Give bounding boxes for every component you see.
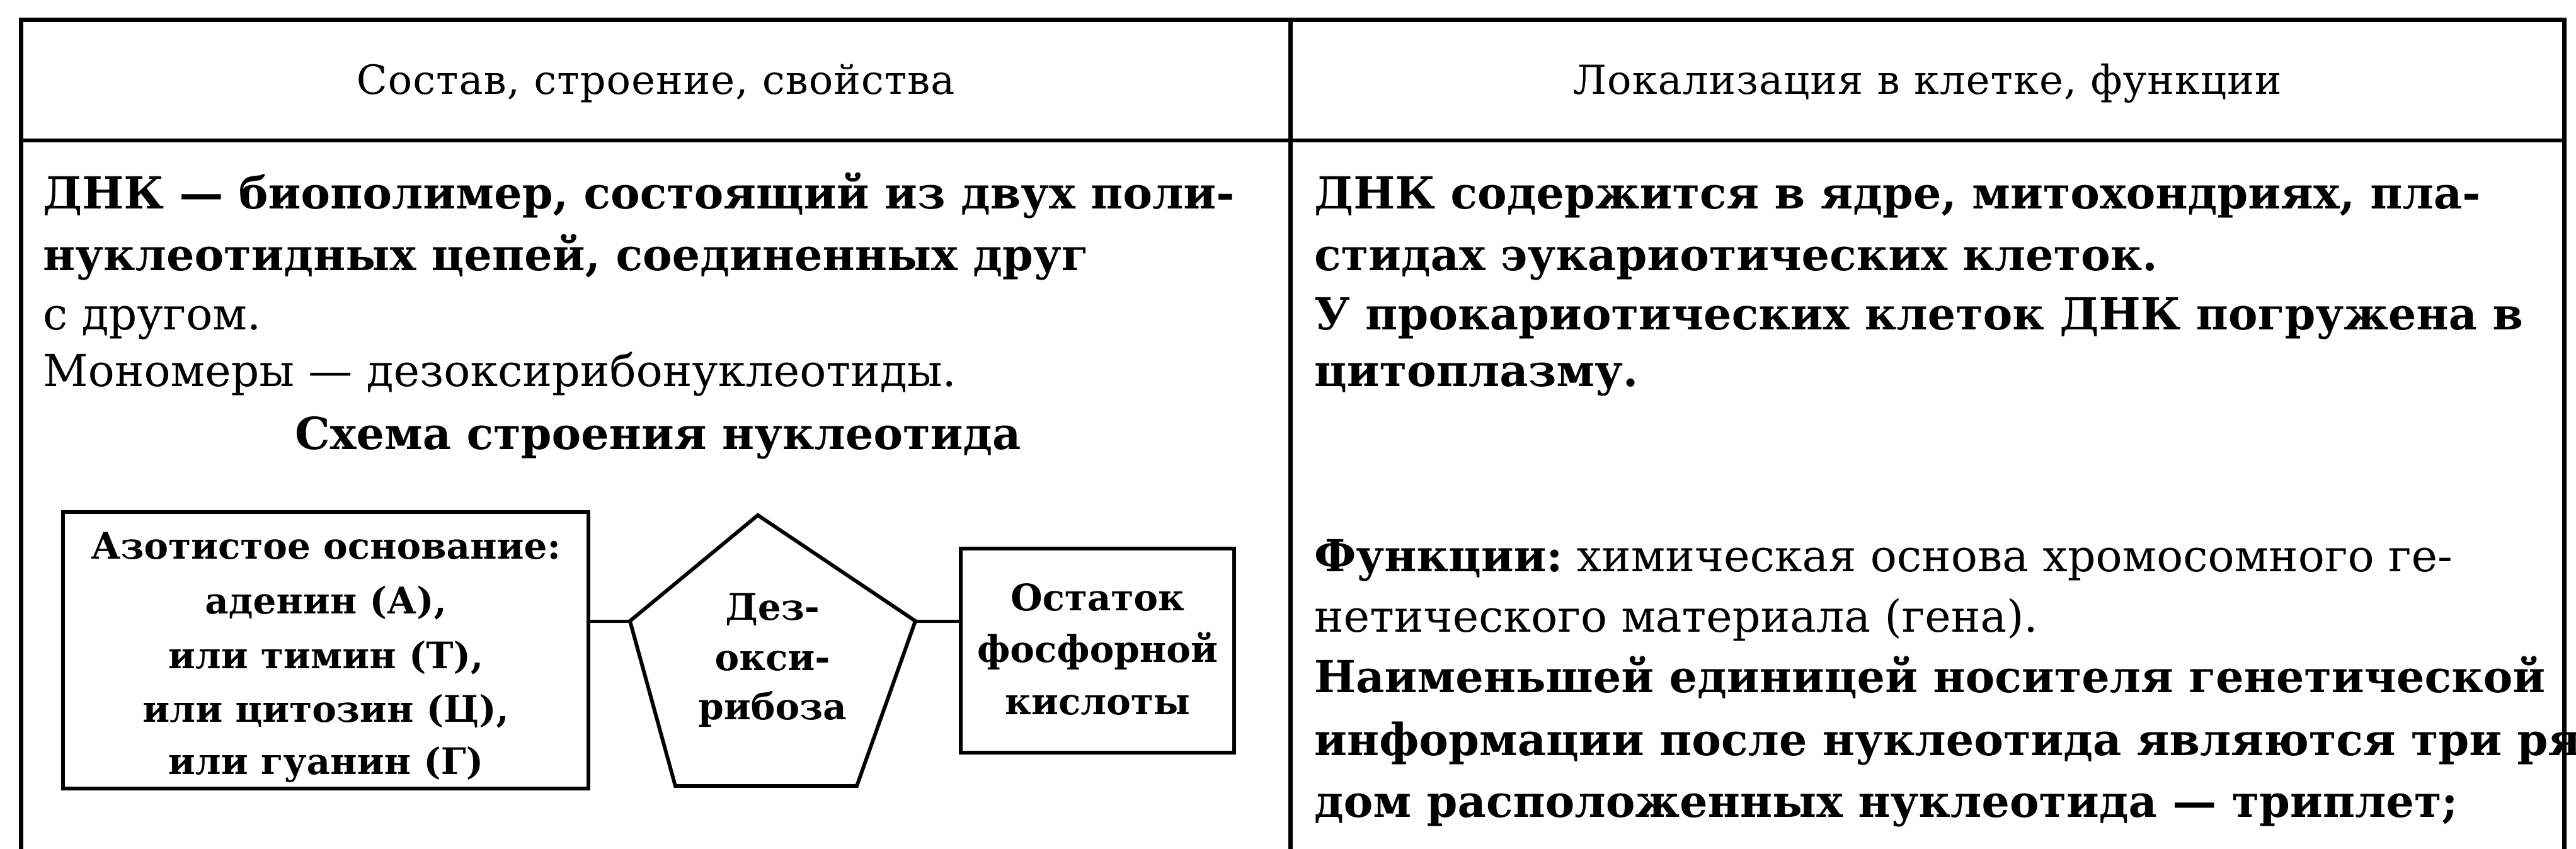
sugar-line-1: Дез- (725, 586, 820, 629)
location-line-1: ДНК содержится в ядре, митохондриях, пла… (1314, 167, 2481, 219)
location-line-2: стидах эукариотических клеток. (1314, 229, 2158, 281)
nitrogen-base-box (61, 510, 590, 790)
location-line-4: цитоплазму. (1314, 345, 1639, 397)
phosphate-line-3: кислоты (1005, 680, 1190, 723)
functions-line-1: Функции: химическая основа хромосомного … (1314, 534, 2453, 579)
functions-line-1-rest: химическая основа хромосомного ге- (1562, 530, 2453, 582)
column-divider (1288, 18, 1293, 849)
nitrogen-base-title: Азотистое основание: (91, 525, 561, 567)
header-composition-structure-properties: Состав, строение, свойства (356, 57, 956, 104)
functions-line-3: Наименьшей единицей носителя генетическо… (1314, 651, 2546, 703)
dna-definition-line-3: с другом. (43, 288, 261, 340)
functions-line-5: дом расположенных нуклеотида — триплет; (1314, 775, 2458, 828)
functions-line-2: нетического материала (гена). (1314, 591, 2038, 642)
scheme-title: Схема строения нуклеотида (295, 407, 1021, 460)
connector-base-sugar (590, 620, 631, 623)
monomers-line: Мономеры — дезоксирибонуклеотиды. (43, 345, 956, 397)
dna-definition-line-1: ДНК — биополимер, состоящий из двух поли… (43, 167, 1235, 219)
base-adenine: аденин (А), (205, 579, 447, 622)
connector-sugar-phosphate (915, 620, 961, 623)
location-line-3: У прокариотических клеток ДНК погружена … (1314, 288, 2524, 340)
table-frame (19, 18, 2567, 849)
phosphate-line-2: фосфорной (976, 628, 1218, 671)
base-guanine: или гуанин (Г) (168, 740, 484, 783)
dna-definition-line-2: нуклеотидных цепей, соединенных друг (43, 229, 1089, 281)
functions-line-4: информации после нуклеотида являются три… (1314, 714, 2576, 766)
functions-label: Функции: (1314, 530, 1563, 582)
phosphate-line-1: Остаток (1010, 576, 1184, 619)
sugar-line-2: окси- (714, 636, 830, 679)
base-thymine: или тимин (Т), (168, 634, 484, 677)
sugar-line-3: рибоза (698, 685, 847, 728)
phosphate-box (959, 547, 1236, 755)
header-row-divider (19, 139, 2567, 142)
header-localization-functions: Локализация в клетке, функции (1572, 57, 2282, 104)
base-cytosine: или цитозин (Ц), (142, 688, 509, 731)
